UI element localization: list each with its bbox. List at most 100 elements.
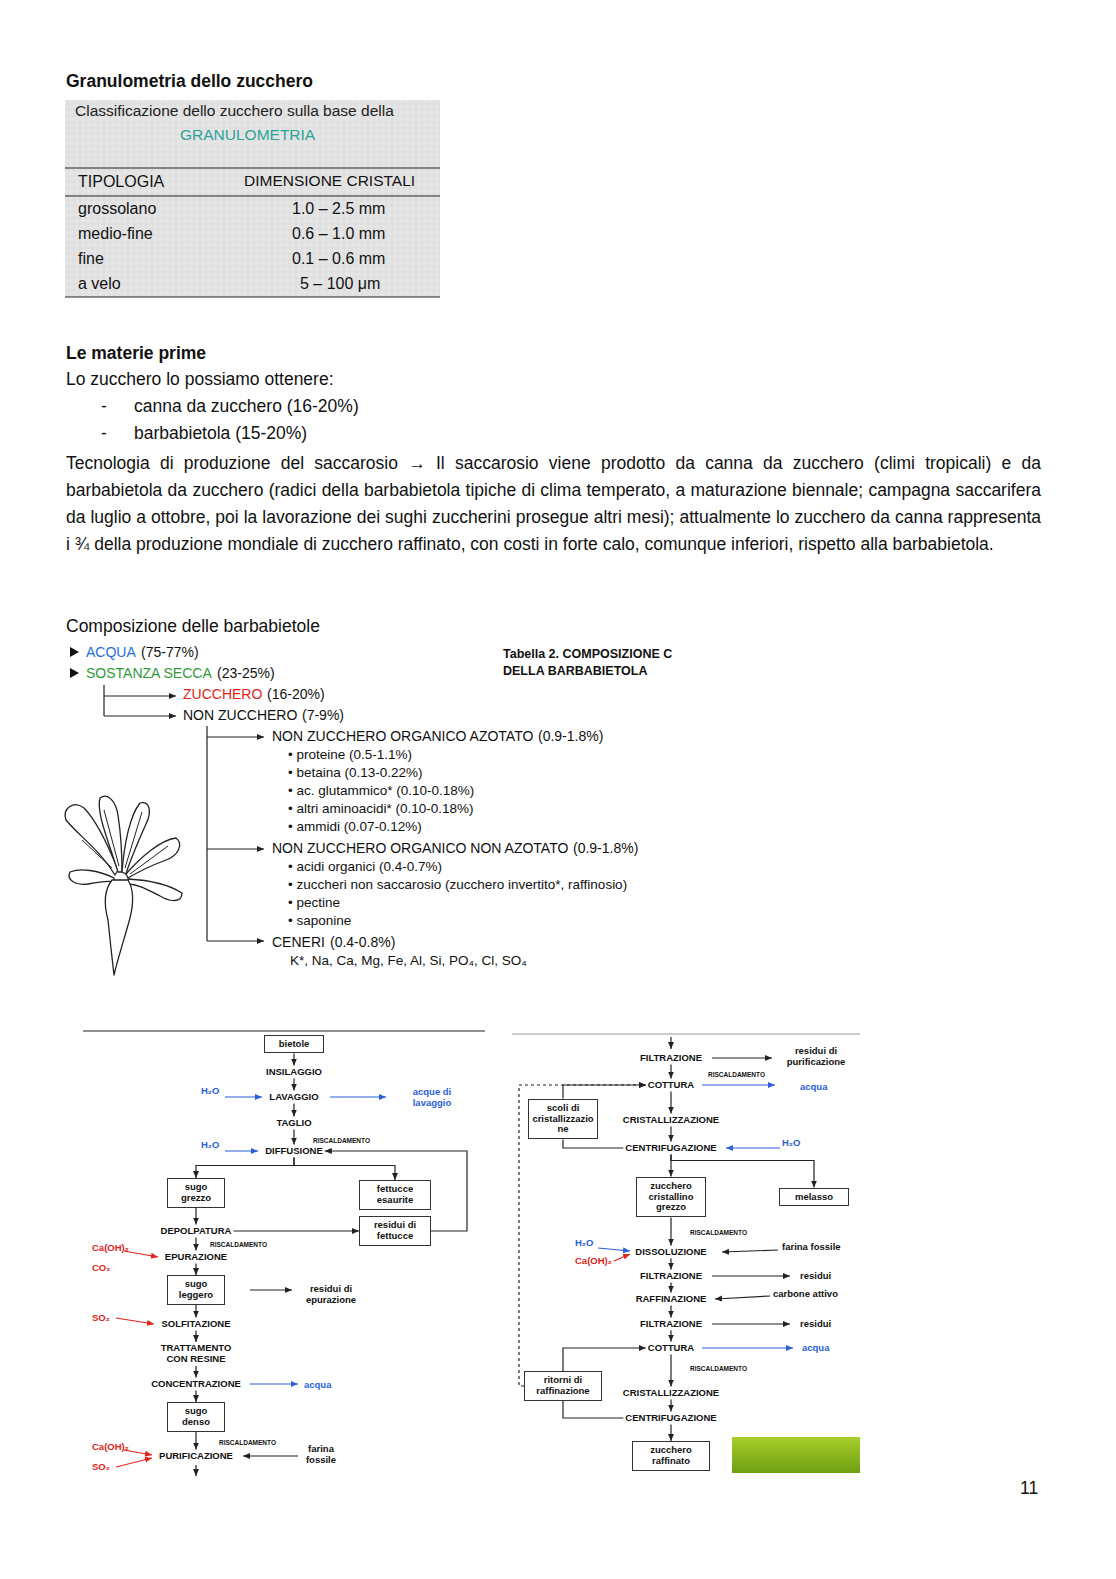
flow-label: carbone attivo	[773, 1288, 838, 1299]
flow-arrow	[670, 1217, 671, 1245]
flow-label: RISCALDAMENTO	[219, 1439, 276, 1447]
table-caption: DELLA BARBABIETOLA	[503, 664, 647, 679]
composition-item: NON ZUCCHERO ORGANICO NON AZOTATO	[272, 840, 568, 857]
flow-arrow	[519, 1085, 646, 1386]
flow-box: melasso	[779, 1188, 849, 1207]
flow-arrow	[563, 1085, 646, 1099]
composition-item: (0.9-1.8%)	[538, 728, 603, 745]
process-step: CENTRIFUGAZIONE	[623, 1412, 718, 1425]
step-text: SOLFITAZIONE	[162, 1319, 231, 1330]
step-text: DEPOLPATURA	[161, 1226, 232, 1237]
composition-item: • altri aminoacidi* (0.10-0.18%)	[288, 801, 474, 817]
flow-arrow	[670, 1306, 671, 1318]
composition-item: • acidi organici (0.4-0.7%)	[288, 859, 442, 875]
flow-arrow	[670, 1259, 671, 1270]
flow-arrow	[195, 1366, 196, 1378]
flow-arrow	[195, 1331, 196, 1343]
table-caption: Tabella 2. COMPOSIZIONE C	[503, 647, 672, 662]
flow-label: residui di epurazione	[298, 1283, 364, 1306]
box-text: melasso	[783, 1192, 845, 1203]
flow-label: Ca(OH)₂	[92, 1441, 129, 1452]
composition-item: • proteine (0.5-1.1%)	[288, 747, 412, 763]
composition-item: (7-9%)	[302, 707, 344, 724]
flow-label: Ca(OH)₂	[92, 1242, 129, 1253]
flow-arrow	[293, 1054, 294, 1066]
flow-arrow	[195, 1238, 196, 1251]
composition-item: • ammidi (0.07-0.12%)	[288, 819, 422, 835]
table-cell: 5 – 100 μm	[300, 274, 380, 293]
step-text: RAFFINAZIONE	[636, 1294, 707, 1305]
table-cell: Classificazione dello zucchero sulla bas…	[75, 102, 394, 121]
subheading: Composizione delle barbabietole	[66, 616, 320, 637]
step-text: COTTURA	[648, 1080, 694, 1091]
flow-label: CO₂	[92, 1262, 110, 1273]
flow-label: RISCALDAMENTO	[313, 1137, 370, 1145]
step-text: CENTRIFUGAZIONE	[625, 1143, 716, 1154]
process-step: CRISTALLIZZAZIONE	[621, 1114, 721, 1127]
table-cell: grossolano	[78, 199, 156, 218]
flow-label: acqua	[802, 1342, 829, 1353]
flow-label: farina fossile	[302, 1443, 340, 1466]
process-step: SOLFITAZIONE	[160, 1318, 233, 1331]
flow-label: farina fossile	[782, 1241, 841, 1252]
flow-label: H₂O	[201, 1085, 219, 1096]
step-text: CONCENTRAZIONE	[151, 1379, 241, 1390]
composition-item: NON ZUCCHERO ORGANICO AZOTATO	[272, 728, 533, 745]
box-text: residui di fettucce	[363, 1220, 427, 1242]
flow-box: scoli di cristallizzazione	[528, 1099, 598, 1140]
flow-arrow	[293, 1079, 294, 1091]
composition-item: • ac. glutammico* (0.10-0.18%)	[288, 783, 474, 799]
flow-label: residui di purificazione	[782, 1045, 850, 1068]
composition-item: NON ZUCCHERO	[183, 707, 297, 724]
body-text: barbabietola (15-20%)	[134, 423, 307, 444]
flow-label: acqua	[800, 1081, 827, 1092]
table-cell: medio-fine	[78, 224, 153, 243]
box-text: scoli di cristallizzazione	[532, 1103, 594, 1136]
process-step: DEPOLPATURA	[159, 1225, 234, 1238]
process-step: LAVAGGIO	[267, 1091, 320, 1104]
step-text: DIFFUSIONE	[265, 1146, 323, 1157]
section-heading: Granulometria dello zucchero	[66, 71, 313, 92]
composition-item: K*, Na, Ca, Mg, Fe, Al, Si, PO₄, Cl, SO₄	[290, 953, 527, 969]
flow-arrow	[195, 1432, 196, 1450]
flow-box: ritorni di raffinazione	[524, 1371, 602, 1401]
flow-label: SO₂	[92, 1312, 110, 1323]
step-text: CENTRIFUGAZIONE	[625, 1413, 716, 1424]
flow-arrow	[670, 1331, 671, 1342]
process-step: FILTRAZIONE	[638, 1318, 704, 1331]
process-step: CENTRIFUGAZIONE	[623, 1142, 718, 1155]
step-text: CRISTALLIZZAZIONE	[623, 1115, 719, 1126]
step-text: FILTRAZIONE	[640, 1319, 702, 1330]
step-text: LAVAGGIO	[269, 1092, 318, 1103]
composition-item: (0.4-0.8%)	[330, 934, 395, 951]
flow-arrow	[195, 1305, 196, 1318]
table-cell: GRANULOMETRIA	[180, 126, 315, 145]
composition-item: (16-20%)	[267, 686, 325, 703]
step-text: TRATTAMENTO CON RESINE	[155, 1343, 237, 1365]
flow-arrow	[294, 1158, 395, 1181]
body-text: -	[101, 423, 107, 444]
box-text: zucchero raffinato	[636, 1445, 706, 1467]
process-step: CONCENTRAZIONE	[149, 1378, 243, 1391]
flow-arrow	[563, 1348, 646, 1371]
flow-label: RISCALDAMENTO	[708, 1071, 765, 1079]
composition-item: • pectine	[288, 895, 340, 911]
box-text: sugo denso	[171, 1406, 221, 1428]
composition-item: (23-25%)	[217, 665, 275, 682]
flow-box: fettucce esaurite	[359, 1180, 431, 1210]
flow-label: acqua	[304, 1379, 331, 1390]
flow-label: RISCALDAMENTO	[690, 1365, 747, 1373]
table-cell: DIMENSIONE CRISTALI	[244, 172, 415, 191]
composition-item: (75-77%)	[141, 644, 199, 661]
flow-arrow	[670, 1127, 671, 1142]
box-text: sugo grezzo	[171, 1182, 221, 1204]
process-step: EPURAZIONE	[163, 1251, 229, 1264]
flow-box: sugo grezzo	[167, 1178, 225, 1208]
flow-label: RISCALDAMENTO	[210, 1241, 267, 1249]
process-step: FILTRAZIONE	[638, 1052, 704, 1065]
process-step: DIFFUSIONE	[263, 1145, 325, 1158]
flow-box: sugo leggero	[167, 1275, 225, 1305]
process-step: INSILAGGIO	[264, 1066, 324, 1079]
page-number: 11	[1020, 1478, 1038, 1499]
flow-arrow	[563, 1139, 623, 1148]
